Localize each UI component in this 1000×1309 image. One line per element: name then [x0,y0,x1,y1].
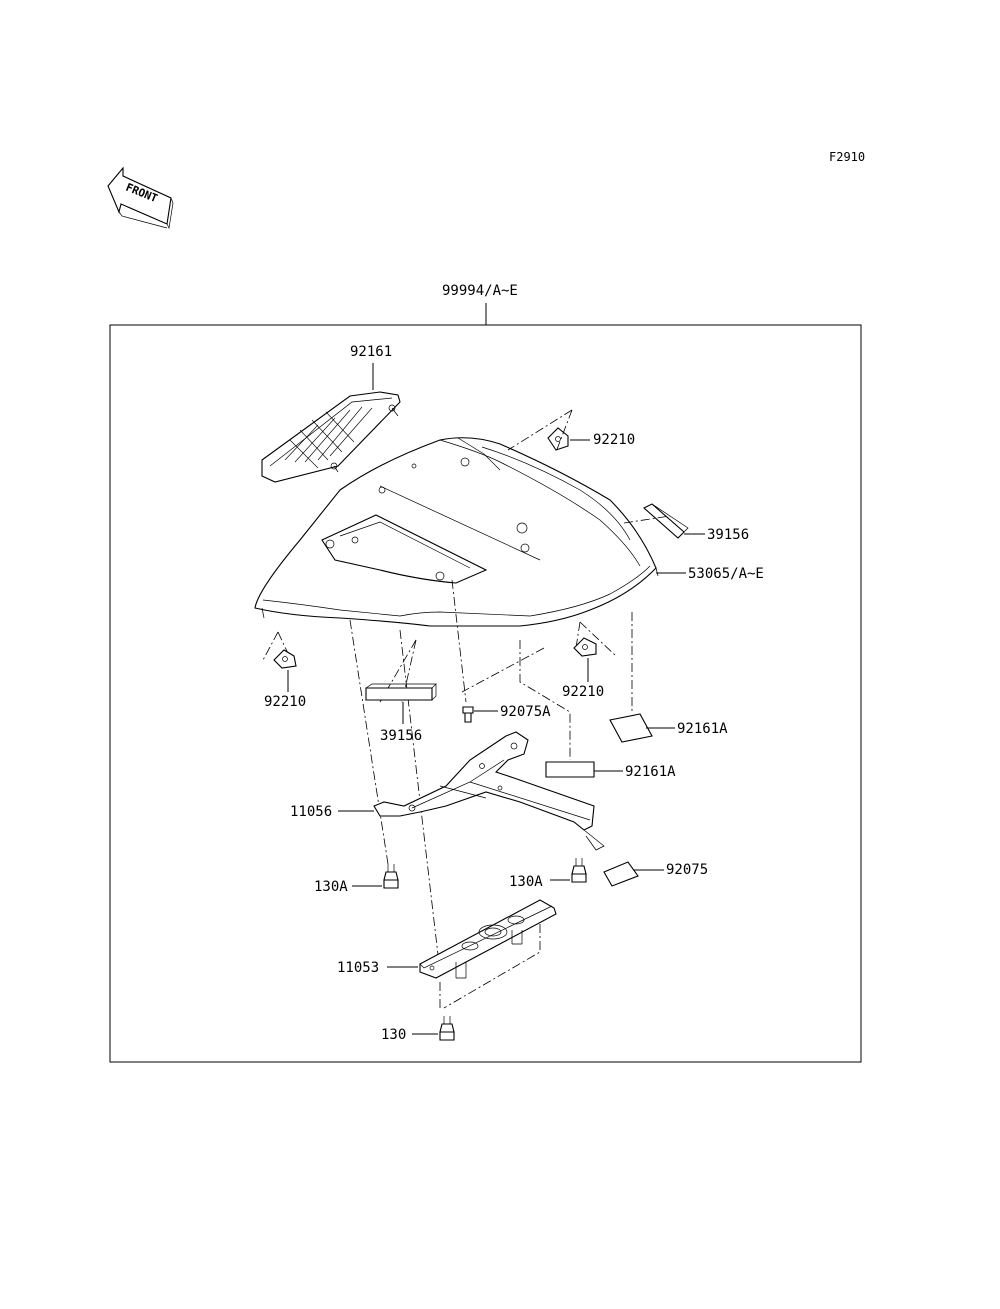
grab-pad-part [261,391,401,483]
part-label-92075A: 92075A [500,704,551,720]
part-label-92161A-lower: 92161A [625,764,676,780]
bolt-130-part [439,1016,455,1041]
bracket-part [373,731,605,851]
front-arrow-icon: FRONT [107,166,174,230]
part-label-92210-right: 92210 [562,684,604,700]
pad-right-part [623,503,689,539]
part-label-11056: 11056 [290,804,332,820]
part-label-92210-left: 92210 [264,694,306,710]
assembly-frame [109,324,862,1063]
part-label-130A-left: 130A [314,879,348,895]
tape-92075-part [603,861,639,887]
tape-upper-part [609,713,653,743]
part-label-130A-right: 130A [509,874,543,890]
seat-cover-part [254,437,659,627]
part-label-53065: 53065/A~E [688,566,764,582]
bolt-130A-right-part [571,858,587,883]
bolt-92075A-part [462,706,474,723]
clip-top-part [507,409,573,453]
part-label-92075: 92075 [666,862,708,878]
assembly-label: 99994/A~E [442,283,518,299]
part-label-92210-top: 92210 [593,432,635,448]
part-label-11053: 11053 [337,960,379,976]
clip-right-part [573,637,597,657]
clip-left-part [273,649,297,669]
plate-part [419,899,557,979]
part-label-39156-right: 39156 [707,527,749,543]
part-label-92161: 92161 [350,344,392,360]
part-label-39156-left: 39156 [380,728,422,744]
bolt-130A-left-part [383,864,399,889]
tape-lower-part [545,761,595,778]
part-label-130: 130 [381,1027,406,1043]
figure-id: F2910 [829,150,865,164]
part-label-92161A-upper: 92161A [677,721,728,737]
pad-left-part [365,683,437,701]
